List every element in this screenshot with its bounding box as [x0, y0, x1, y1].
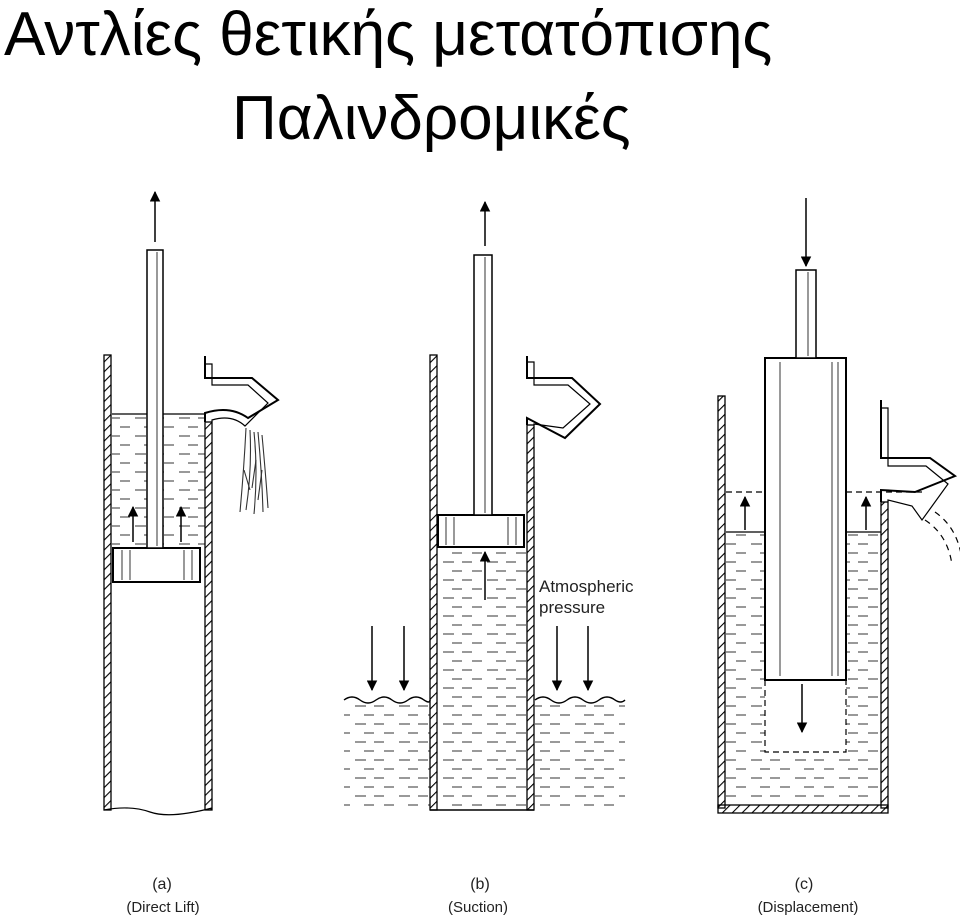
panel-b-caption: (Suction) [448, 899, 508, 916]
reservoir-left-b [344, 702, 430, 812]
title-line-1: Αντλίες θετικής μετατόπισης [4, 0, 773, 69]
atmospheric-pressure-line-2: pressure [539, 598, 605, 617]
reservoir-right-b [535, 702, 625, 812]
piston-rod-b [473, 254, 493, 516]
piston-a [112, 547, 201, 583]
piston-b [437, 514, 525, 548]
piston-rod-a [146, 249, 164, 549]
plunger-rod-c [795, 269, 817, 359]
cylinder-wall-left-a [103, 354, 112, 811]
displaced-volume-c [764, 679, 847, 753]
panel-b: Atmospheric pressure [343, 200, 638, 812]
cylinder-wall-left-b [429, 354, 438, 811]
cylinder-wall-right-a [204, 421, 213, 811]
cylinder-wall-left-c [717, 395, 726, 809]
water-b [438, 548, 526, 808]
plunger-c [764, 357, 847, 681]
captions: (a) (Direct Lift) (b) (Suction) (c) (Dis… [126, 876, 858, 916]
panel-a-caption: (Direct Lift) [126, 899, 199, 916]
panel-c-letter: (c) [795, 876, 814, 893]
panel-c-caption: (Displacement) [758, 899, 859, 916]
panel-a [103, 190, 280, 816]
cylinder-base-c [717, 804, 889, 814]
panel-b-letter: (b) [470, 876, 490, 893]
atmospheric-pressure-label: Atmospheric pressure [539, 577, 638, 617]
cylinder-wall-right-b [526, 424, 535, 811]
water-discharge-a [239, 427, 269, 515]
panel-a-letter: (a) [152, 876, 172, 893]
atmospheric-pressure-line-1: Atmospheric [539, 577, 634, 596]
title-line-2: Παλινδρομικές [232, 84, 631, 153]
panel-c [717, 198, 960, 814]
cylinder-wall-right-c [880, 501, 889, 809]
